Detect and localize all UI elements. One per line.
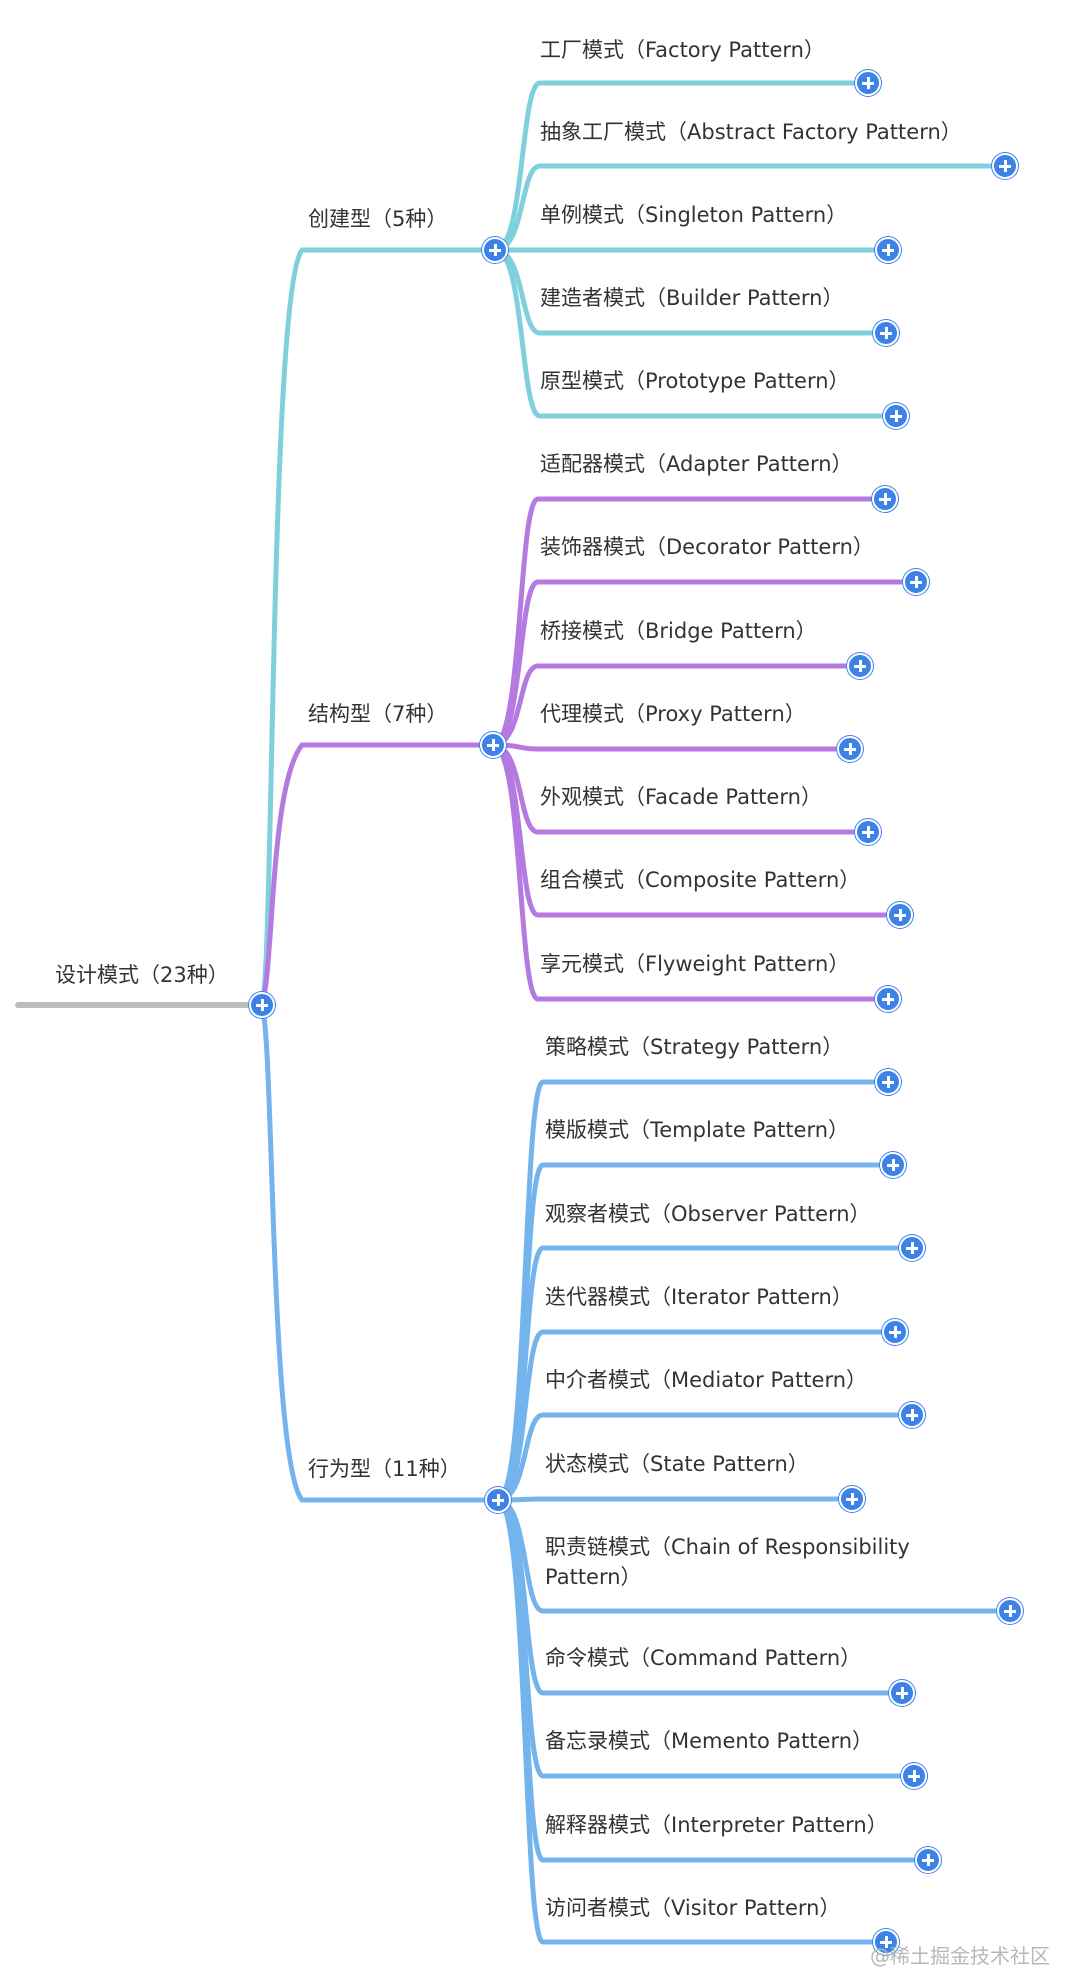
expand-button-2-10[interactable] [873,1929,899,1955]
group-line-2 [259,1002,501,1503]
expand-button-2-2[interactable] [899,1235,925,1261]
expand-button-0-1[interactable] [992,153,1018,179]
child-label-2-7: 命令模式（Command Pattern） [545,1646,862,1670]
watermark: @稀土掘金技术社区 [870,1944,1050,1968]
expand-button-1-6[interactable] [875,986,901,1012]
root-label: 设计模式（23种） [55,963,229,987]
child-label-1-1: 装饰器模式（Decorator Pattern） [540,535,874,559]
child-line-2-5 [495,1496,840,1503]
expand-button-1-4[interactable] [855,819,881,845]
group-label-1: 结构型（7种） [308,702,448,726]
child-label-2-6: 职责链模式（Chain of Responsibility Pattern） [545,1535,910,1589]
child-line-1-6 [490,742,876,1002]
expand-button-2-3[interactable] [882,1319,908,1345]
child-label-2-10: 访问者模式（Visitor Pattern） [545,1896,841,1920]
expand-button-0-3[interactable] [873,320,899,346]
child-label-0-2: 单例模式（Singleton Pattern） [540,203,848,227]
child-label-1-6: 享元模式（Flyweight Pattern） [540,952,850,976]
root-expand-button[interactable] [249,992,275,1018]
expand-button-1-2[interactable] [847,653,873,679]
child-label-2-3: 迭代器模式（Iterator Pattern） [545,1285,853,1309]
expand-button-0-0[interactable] [855,70,881,96]
child-label-0-4: 原型模式（Prototype Pattern） [540,369,850,393]
group-expand-button-2[interactable] [485,1487,511,1513]
child-line-1-3 [490,742,838,752]
child-label-0-0: 工厂模式（Factory Pattern） [540,38,825,62]
expand-button-2-0[interactable] [875,1069,901,1095]
child-label-0-3: 建造者模式（Builder Pattern） [540,286,844,310]
child-label-2-9: 解释器模式（Interpreter Pattern） [545,1813,888,1837]
expand-button-1-0[interactable] [872,486,898,512]
child-label-2-5: 状态模式（State Pattern） [545,1452,809,1476]
child-label-2-1: 模版模式（Template Pattern） [545,1118,850,1142]
expand-button-2-8[interactable] [901,1763,927,1789]
expand-button-1-3[interactable] [837,736,863,762]
child-line-2-10 [495,1497,874,1945]
group-expand-button-0[interactable] [482,237,508,263]
child-label-1-0: 适配器模式（Adapter Pattern） [540,452,853,476]
child-line-0-4 [492,247,884,419]
expand-button-2-4[interactable] [899,1402,925,1428]
expand-button-0-4[interactable] [883,403,909,429]
group-expand-button-1[interactable] [480,732,506,758]
group-line-1 [259,742,496,1008]
child-label-1-4: 外观模式（Facade Pattern） [540,785,822,809]
expand-button-2-1[interactable] [880,1152,906,1178]
child-label-2-2: 观察者模式（Observer Pattern） [545,1202,871,1226]
expand-button-0-2[interactable] [875,237,901,263]
child-label-1-2: 桥接模式（Bridge Pattern） [540,619,817,643]
expand-button-2-7[interactable] [889,1680,915,1706]
child-label-2-4: 中介者模式（Mediator Pattern） [545,1368,868,1392]
group-line-0 [259,247,498,1008]
group-label-2: 行为型（11种） [308,1457,461,1481]
expand-button-2-9[interactable] [915,1847,941,1873]
child-label-2-8: 备忘录模式（Memento Pattern） [545,1729,874,1753]
expand-button-1-5[interactable] [887,902,913,928]
expand-button-1-1[interactable] [903,569,929,595]
child-label-2-0: 策略模式（Strategy Pattern） [545,1035,844,1059]
expand-button-2-6[interactable] [997,1598,1023,1624]
group-label-0: 创建型（5种） [308,207,448,231]
child-label-1-3: 代理模式（Proxy Pattern） [540,702,806,726]
child-label-1-5: 组合模式（Composite Pattern） [540,868,861,892]
expand-button-2-5[interactable] [839,1486,865,1512]
child-label-0-1: 抽象工厂模式（Abstract Factory Pattern） [540,120,962,144]
